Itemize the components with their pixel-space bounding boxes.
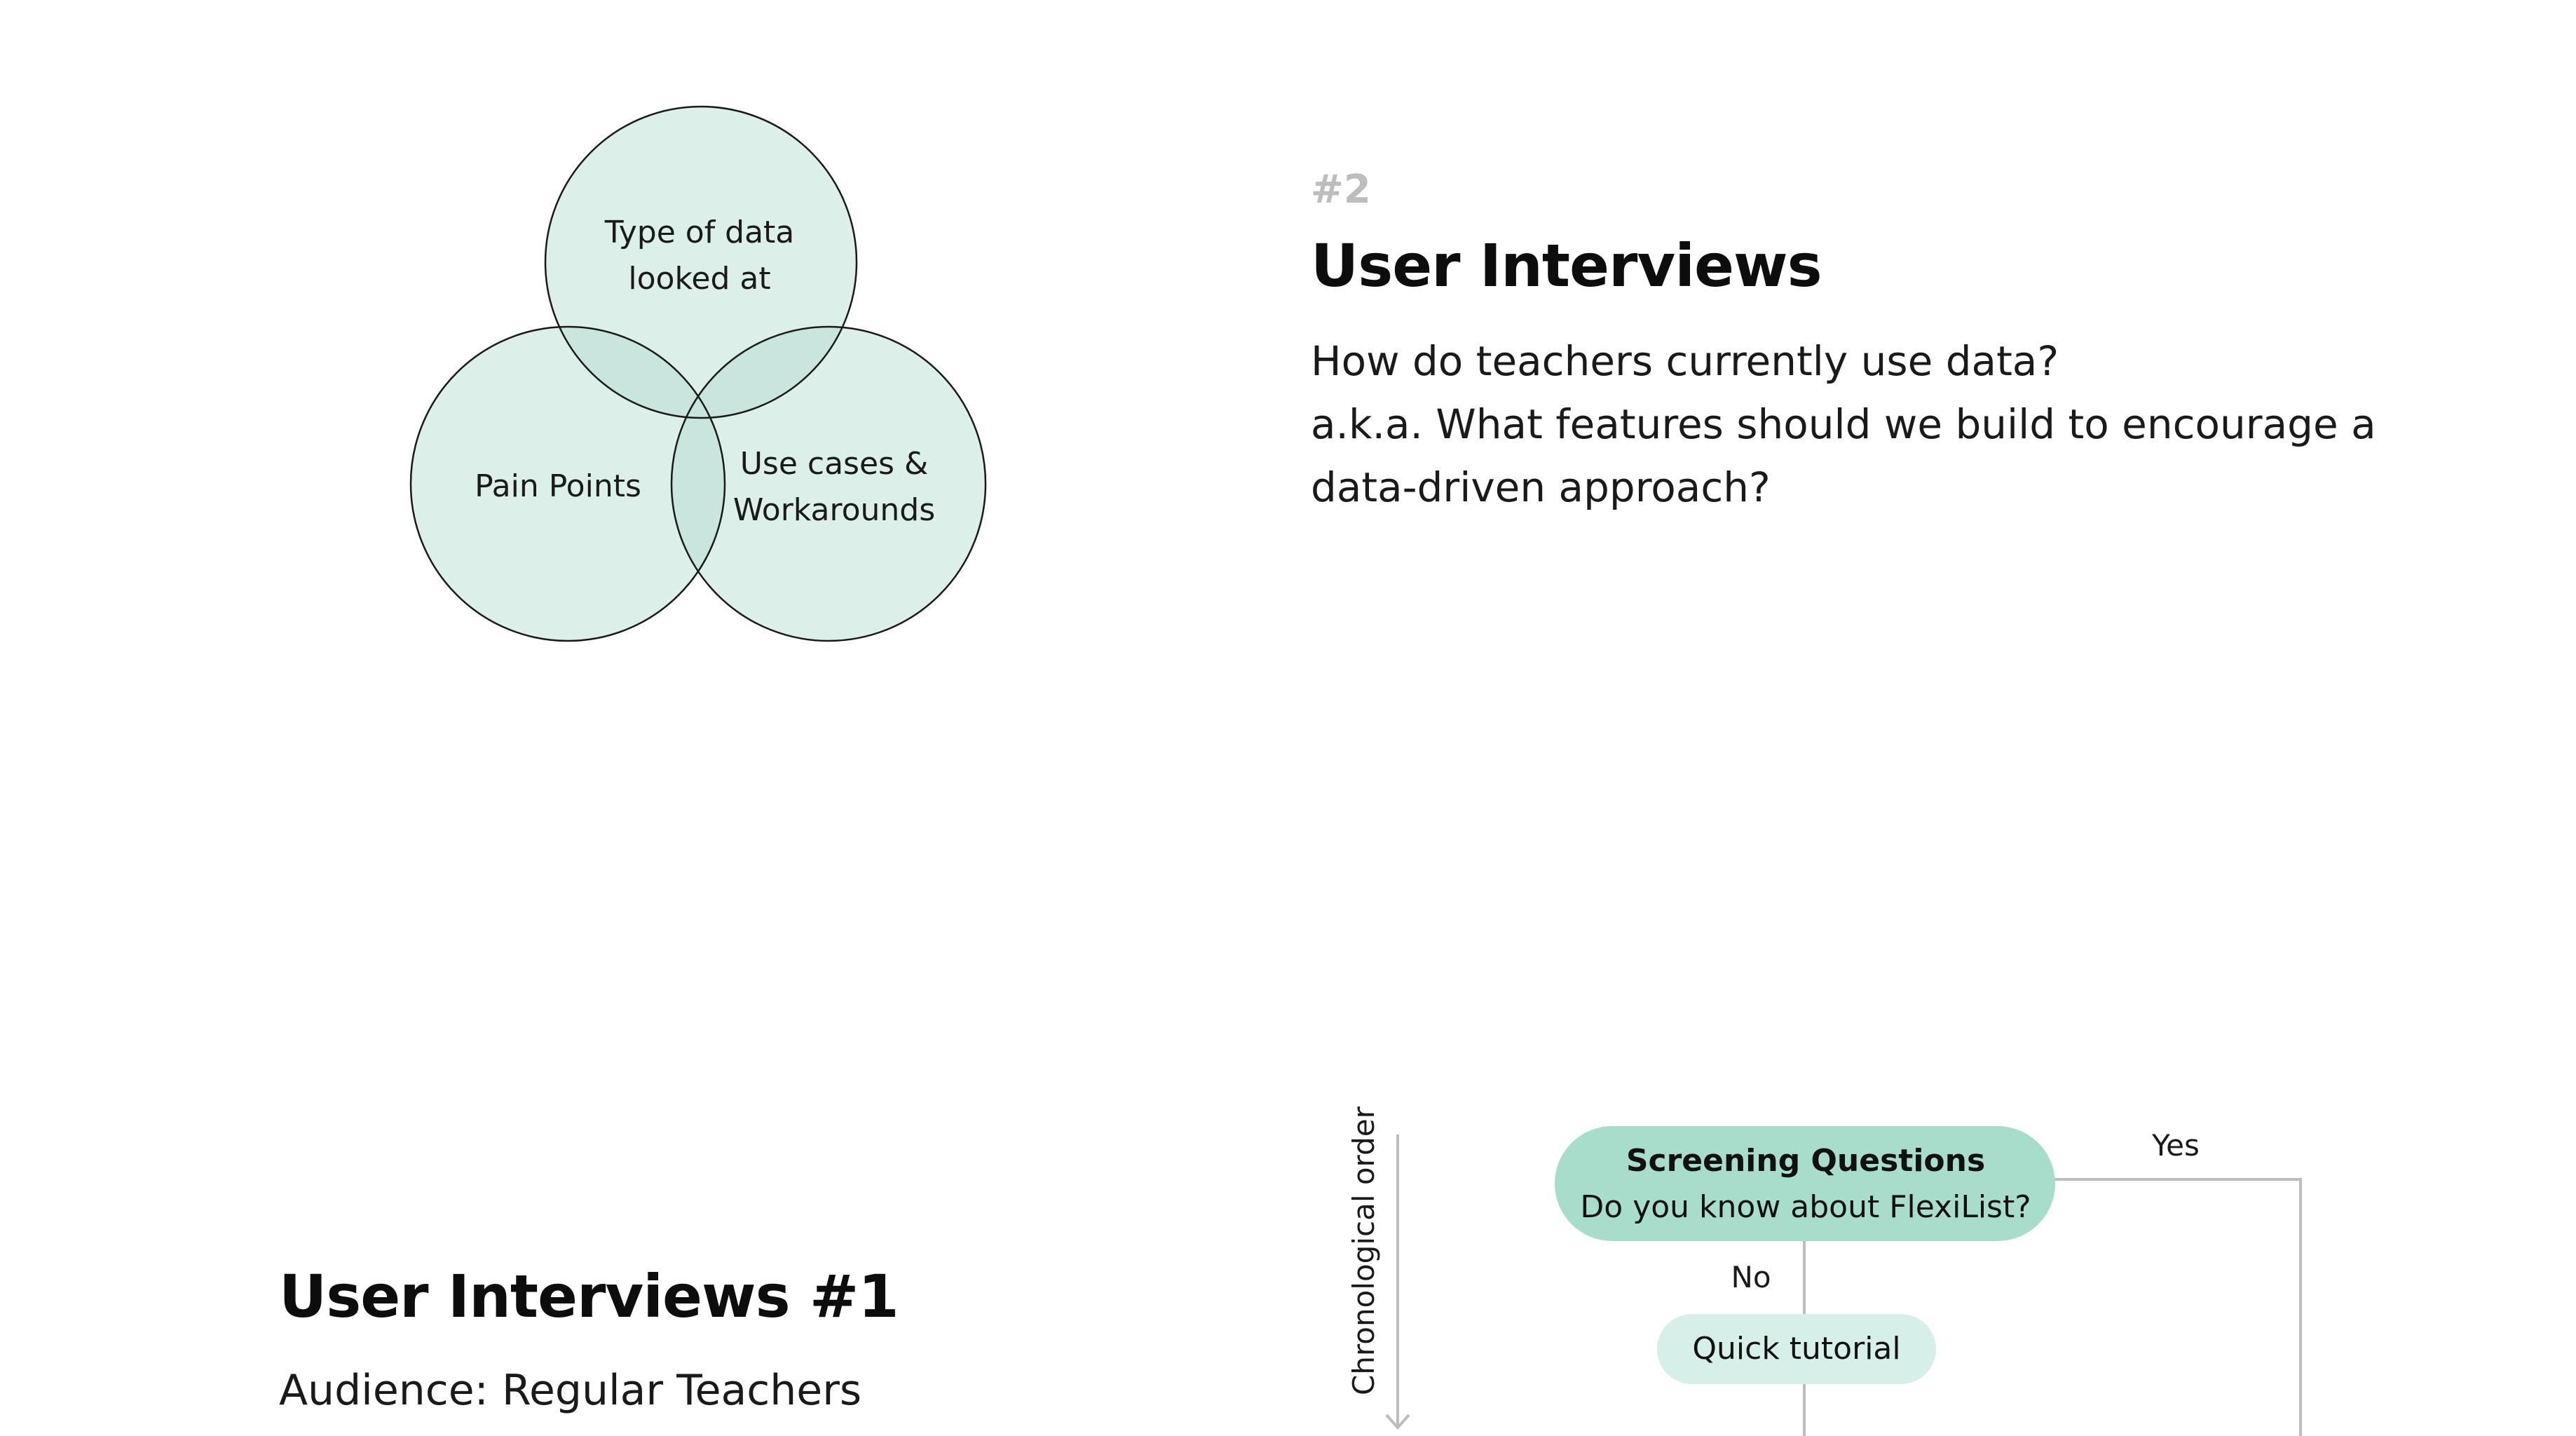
section-number: #2 bbox=[1311, 167, 1371, 212]
quick-tutorial-label: Quick tutorial bbox=[1692, 1331, 1900, 1367]
section-description-line2: a.k.a. What features should we build to … bbox=[1311, 400, 2376, 448]
venn-top-label-line2: looked at bbox=[628, 261, 770, 297]
chronological-arrow-head bbox=[1385, 1414, 1410, 1430]
screening-questions-title: Screening Questions bbox=[1626, 1143, 1985, 1179]
section-title: User Interviews bbox=[1311, 231, 1822, 300]
quick-tutorial-node bbox=[1657, 1314, 1936, 1384]
section-description: How do teachers currently use data? a.k.… bbox=[1311, 330, 2516, 519]
venn-top-label-line1: Type of data bbox=[604, 215, 795, 250]
user-interviews-1-title: User Interviews #1 bbox=[279, 1262, 899, 1331]
yes-connector bbox=[2054, 1178, 2302, 1436]
yes-label: Yes bbox=[2151, 1128, 2200, 1163]
venn-right-label-line1: Use cases & bbox=[740, 446, 929, 482]
audience-label: Audience: Regular Teachers bbox=[279, 1366, 862, 1415]
no-label: No bbox=[1731, 1260, 1771, 1294]
section-description-line1: How do teachers currently use data? bbox=[1311, 337, 2059, 385]
screening-questions-node bbox=[1555, 1126, 2055, 1241]
screening-questions-question: Do you know about FlexiList? bbox=[1580, 1189, 2031, 1225]
venn-right-label-line2: Workarounds bbox=[733, 492, 935, 528]
venn-left-label: Pain Points bbox=[475, 468, 641, 504]
chronological-axis-label: Chronological order bbox=[1347, 1106, 1381, 1395]
section-description-line3: data-driven approach? bbox=[1311, 463, 1771, 511]
